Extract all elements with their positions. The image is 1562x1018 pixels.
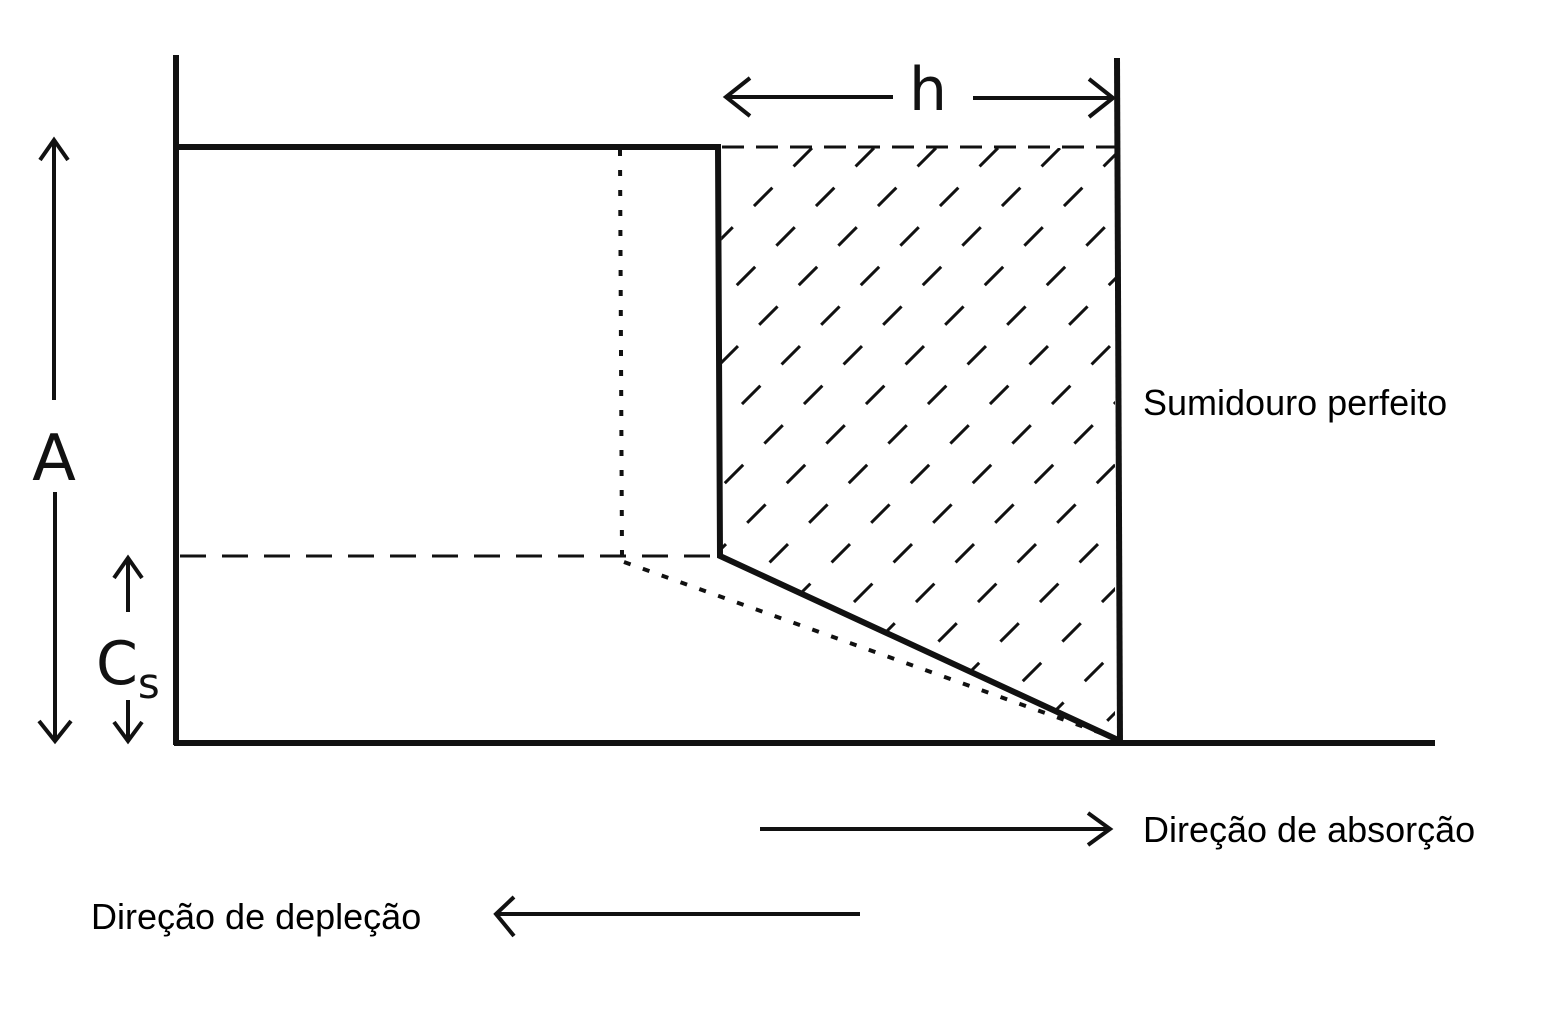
cs-label-main: C [96, 629, 138, 699]
hatch-stroke [1088, 148, 1115, 740]
hatch-stroke [778, 148, 1115, 740]
absorption-direction-label: Direção de absorção [1143, 809, 1476, 850]
perfect-sink-label: Sumidouro perfeito [1143, 382, 1448, 423]
concentration-profile-line [176, 144, 1120, 743]
dotted-profile-vertical [618, 149, 624, 557]
hatch-stroke [720, 148, 862, 740]
hatch-stroke [720, 148, 1048, 740]
hatch-stroke [720, 148, 1110, 740]
hatch-stroke [1152, 100, 1562, 800]
hatch-stroke [720, 148, 1115, 740]
dotted-profile-diagonal [623, 560, 1116, 740]
depletion-arrow [493, 895, 860, 938]
hatch-stroke [720, 148, 1115, 740]
depletion-direction-label: Direção de depleção [91, 896, 422, 937]
h-dimension-arrow [722, 76, 1117, 119]
hatched-region [720, 100, 1562, 800]
cs-label-subscript: s [138, 659, 160, 708]
hatch-stroke [720, 148, 1115, 740]
a-label: A [32, 422, 76, 496]
sink-wall [1114, 57, 1123, 746]
cs-label: Cs [96, 629, 160, 708]
h-label: h [909, 55, 947, 125]
hatch-stroke [840, 148, 1115, 740]
a-dimension-arrow [37, 136, 73, 745]
hatch-stroke [720, 148, 986, 740]
hatch-stroke [1026, 148, 1115, 740]
hatch-stroke [720, 148, 1115, 740]
hatch-stroke [720, 148, 924, 740]
cs-dimension-arrow [112, 554, 144, 745]
hatch-stroke [720, 148, 1115, 740]
absorption-arrow [760, 811, 1114, 847]
hatch-stroke [964, 148, 1115, 740]
